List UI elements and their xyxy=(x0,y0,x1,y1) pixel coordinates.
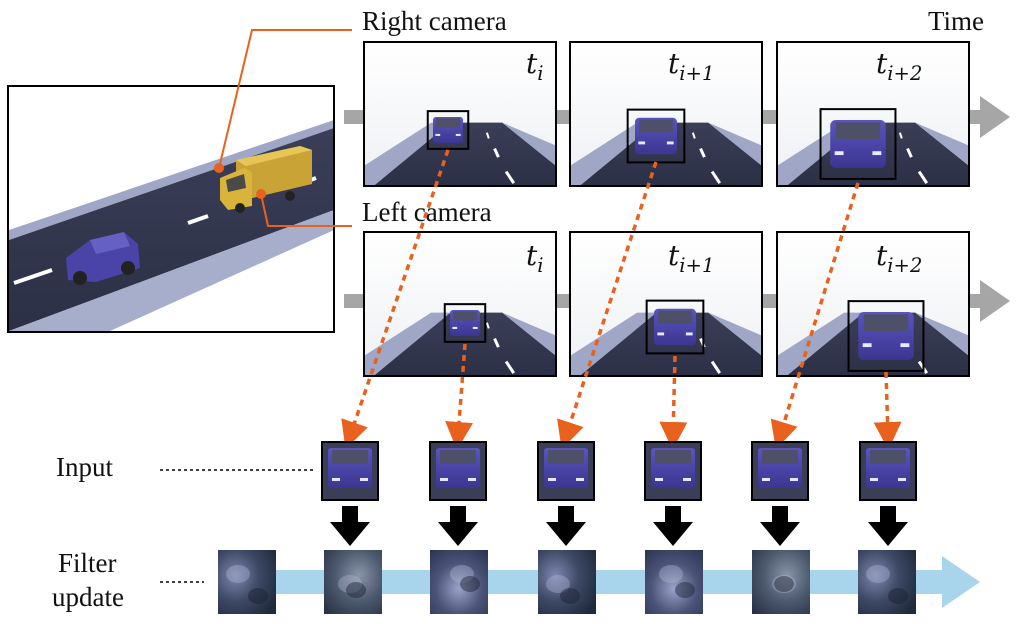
time-label: Time xyxy=(928,6,985,36)
left-camera-marker xyxy=(256,189,266,199)
right-frame-2-border xyxy=(569,41,763,187)
right-camera-label: Right camera xyxy=(362,6,507,36)
filter-patch-1 xyxy=(218,550,276,614)
filter-layer xyxy=(218,550,916,614)
right-frame-1 xyxy=(363,41,557,187)
filter-patch-3 xyxy=(430,550,488,614)
right-camera-marker xyxy=(214,163,224,173)
overview-scene xyxy=(7,29,352,333)
right-time-label-1: ti xyxy=(526,47,544,85)
input-patch-4 xyxy=(644,441,702,501)
input-layer xyxy=(321,441,917,546)
right-frame-2 xyxy=(569,41,763,187)
left-frame-3 xyxy=(776,231,970,377)
orange-arrow-4 xyxy=(659,355,688,450)
right-frame-1-bbox xyxy=(426,110,470,150)
filter-patch-6 xyxy=(752,550,810,614)
orange-arrows xyxy=(341,149,902,450)
left-frame-3-border xyxy=(776,231,970,377)
down-arrow-5 xyxy=(760,506,800,546)
down-arrow-2 xyxy=(438,506,478,546)
orange-arrow-3 xyxy=(557,161,658,450)
left-frame-2-car xyxy=(654,308,696,346)
input-patch-1 xyxy=(321,441,379,501)
filter-label: Filter xyxy=(58,548,117,578)
input-patch-2 xyxy=(429,441,487,501)
orange-arrow-5 xyxy=(770,182,860,450)
orange-arrow-6 xyxy=(873,371,902,450)
left-frame-2-border xyxy=(569,231,763,377)
right-time-label-2: ti+1 xyxy=(668,47,715,85)
down-arrow-3 xyxy=(546,506,586,546)
right-frame-3-border xyxy=(776,41,970,187)
left-timeline-arrow xyxy=(344,280,1010,322)
left-frame-1-border xyxy=(363,231,557,377)
filter-patch-4 xyxy=(538,550,596,614)
input-label: Input xyxy=(56,452,113,482)
update-label: update xyxy=(52,582,124,612)
right-timeline-arrow xyxy=(344,96,1010,138)
filter-patch-5 xyxy=(645,550,703,614)
right-frame-1-border xyxy=(363,41,557,187)
down-arrow-6 xyxy=(868,506,908,546)
left-time-label-1: ti xyxy=(526,239,544,277)
orange-arrow-2 xyxy=(445,343,474,450)
right-frame-1-car xyxy=(433,117,463,143)
overview-truck xyxy=(220,146,312,213)
right-frame-3 xyxy=(776,41,970,187)
down-arrow-4 xyxy=(653,506,693,546)
input-patch-5 xyxy=(751,441,809,501)
frames-layer xyxy=(363,41,970,377)
filter-patch-2 xyxy=(324,550,382,614)
left-frame-3-bbox xyxy=(847,300,925,372)
left-frame-1-bbox xyxy=(443,303,487,343)
overview-car xyxy=(66,232,140,285)
left-frame-2 xyxy=(569,231,763,377)
right-frame-2-car xyxy=(635,117,677,155)
left-time-label-2: ti+1 xyxy=(668,239,715,277)
left-camera-label: Left camera xyxy=(362,197,492,227)
left-frame-1-car xyxy=(450,310,480,336)
left-frame-3-car xyxy=(858,311,914,361)
input-patch-3 xyxy=(537,441,595,501)
right-time-label-3: ti+2 xyxy=(876,47,923,85)
right-frame-3-bbox xyxy=(819,108,897,180)
right-frame-3-car xyxy=(830,119,886,169)
left-frame-2-bbox xyxy=(645,299,705,355)
down-arrow-1 xyxy=(330,506,370,546)
left-time-label-3: ti+2 xyxy=(876,239,923,277)
filter-patch-7 xyxy=(858,550,916,614)
input-patch-6 xyxy=(859,441,917,501)
filter-update-arrow xyxy=(270,556,980,608)
